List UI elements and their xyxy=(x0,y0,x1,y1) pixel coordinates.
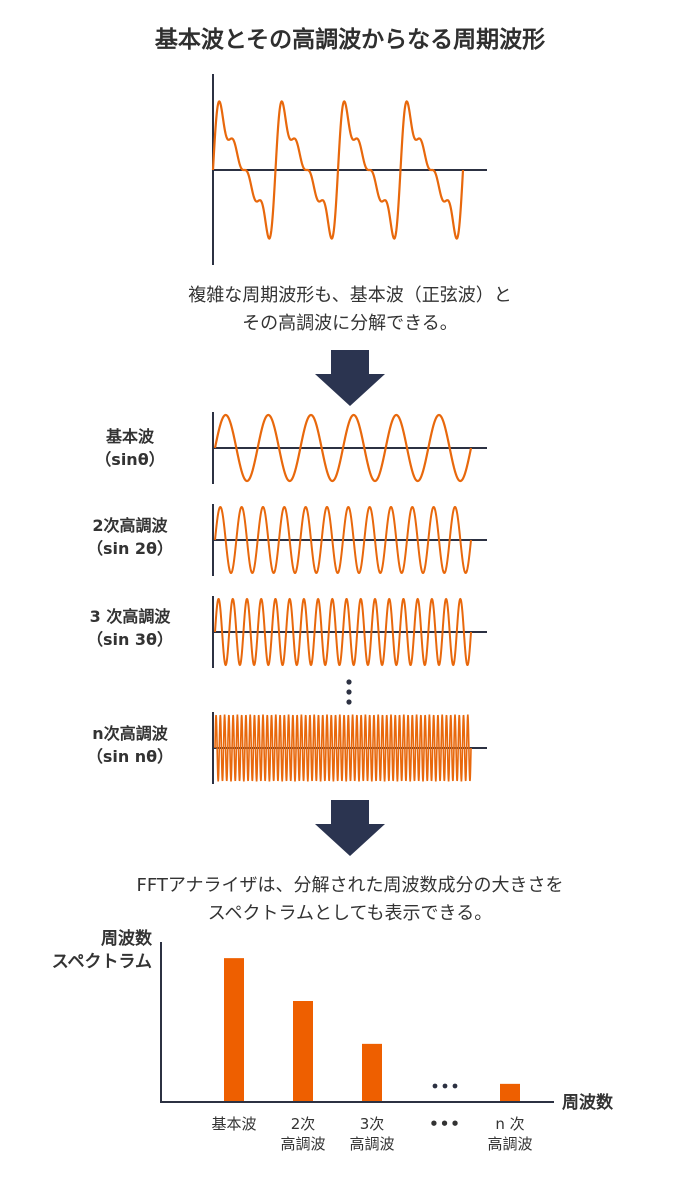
third-harmonic-wave xyxy=(212,596,487,668)
tick-label-line: n 次 xyxy=(495,1115,525,1133)
harmonic-label-fundamental: 基本波 （sinθ） xyxy=(60,425,200,471)
harmonic-label-nth: n次高調波 （sin nθ） xyxy=(60,722,200,768)
spectrum-bar xyxy=(224,958,244,1101)
tick-label-line: 高調波 xyxy=(487,1135,533,1153)
composite-waveform xyxy=(211,74,487,265)
harmonic-wave-line xyxy=(214,714,472,782)
tick-label-line: 3次 xyxy=(359,1115,385,1133)
down-arrow-icon xyxy=(315,350,385,406)
harmonic-name: 2次高調波 xyxy=(92,516,168,535)
harmonic-name: 3 次高調波 xyxy=(89,607,171,626)
harmonic-label-2nd: 2次高調波 （sin 2θ） xyxy=(60,514,200,560)
caption-line: FFTアナライザは、分解された周波数成分の大きさを xyxy=(136,875,564,896)
harmonic-label-3rd: 3 次高調波 （sin 3θ） xyxy=(60,605,200,651)
harmonic-formula: （sin nθ） xyxy=(86,747,174,766)
composite-wave-line xyxy=(211,100,465,240)
fundamental-wave xyxy=(212,412,487,484)
tick-label-line: ••• xyxy=(429,1115,461,1133)
harmonic-formula: （sin 2θ） xyxy=(86,539,174,558)
spectrum-x-axis-label: 周波数 xyxy=(562,1093,613,1113)
page-title: 基本波とその高調波からなる周期波形 xyxy=(154,27,546,53)
y-label-line: 周波数 xyxy=(101,929,152,949)
harmonic-wave-line xyxy=(214,597,472,667)
nth-harmonic-wave xyxy=(212,712,487,784)
spectrum-bar xyxy=(362,1043,382,1101)
harmonic-name: 基本波 xyxy=(105,427,154,446)
decomposition-caption: 複雑な周期波形も、基本波（正弦波）と その高調波に分解できる。 xyxy=(0,282,700,338)
harmonic-wave-line xyxy=(214,505,472,575)
caption-line: 複雑な周期波形も、基本波（正弦波）と xyxy=(188,285,512,306)
second-harmonic-wave xyxy=(212,504,487,576)
harmonic-wave-line xyxy=(213,413,473,483)
spectrum-tick-label: 2次高調波 xyxy=(258,1114,348,1154)
down-arrow-icon xyxy=(315,800,385,856)
fft-caption: FFTアナライザは、分解された周波数成分の大きさを スペクトラムとしても表示でき… xyxy=(0,872,700,928)
tick-label-line: 基本波 xyxy=(211,1115,257,1133)
spectrum-ellipsis-dot xyxy=(432,1083,438,1089)
spectrum-tick-label: 基本波 xyxy=(189,1114,279,1134)
tick-label-line: 高調波 xyxy=(349,1135,395,1153)
tick-label-line: 高調波 xyxy=(280,1135,326,1153)
y-label-line: スペクトラム xyxy=(51,952,152,972)
spectrum-bar xyxy=(293,1001,313,1101)
harmonic-formula: （sinθ） xyxy=(95,450,165,469)
spectrum-ellipsis-dot xyxy=(442,1083,448,1089)
caption-line: スペクトラムとしても表示できる。 xyxy=(207,903,493,924)
spectrum-tick-label: n 次高調波 xyxy=(465,1114,555,1154)
harmonic-formula: （sin 3θ） xyxy=(86,630,174,649)
harmonic-name: n次高調波 xyxy=(92,724,168,743)
vertical-ellipsis-icon xyxy=(346,679,352,705)
spectrum-chart xyxy=(160,942,554,1103)
spectrum-bar xyxy=(500,1083,520,1101)
spectrum-tick-label: ••• xyxy=(400,1114,490,1134)
tick-label-line: 2次 xyxy=(290,1115,316,1133)
caption-line: その高調波に分解できる。 xyxy=(242,313,458,334)
spectrum-y-axis-label: 周波数 スペクトラム xyxy=(30,928,152,974)
spectrum-ellipsis-dot xyxy=(452,1083,458,1089)
spectrum-tick-label: 3次高調波 xyxy=(327,1114,417,1154)
